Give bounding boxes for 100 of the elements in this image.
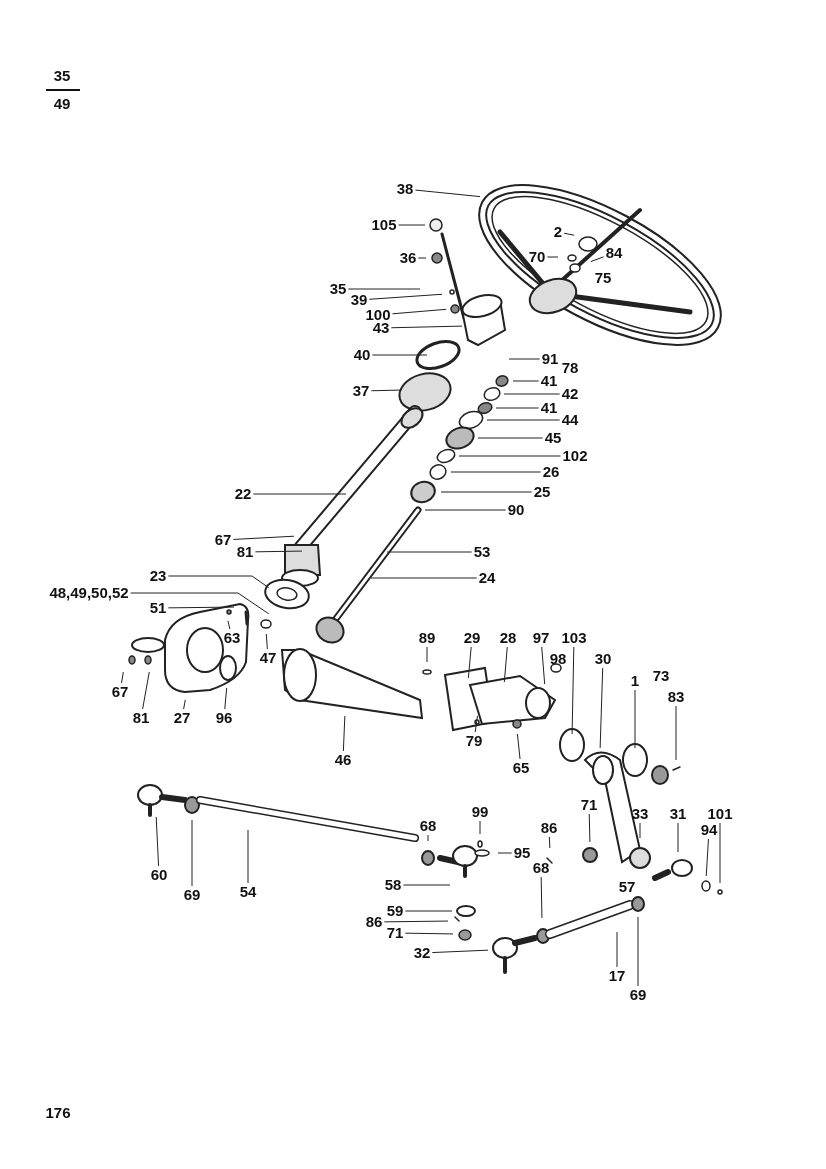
leader-line [616, 931, 618, 968]
leader-line [370, 577, 478, 579]
callout-number: 99 [471, 805, 489, 819]
callout-number: 22 [234, 487, 252, 501]
callout-number: 46 [334, 753, 352, 767]
leader-line [474, 715, 478, 733]
callout-number: 96 [215, 711, 233, 725]
callout-number: 69 [629, 988, 647, 1002]
callout-number: 59 [386, 904, 404, 918]
callout-number: 67 [111, 685, 129, 699]
callout-number: 79 [465, 734, 483, 748]
page-number: 176 [45, 1106, 71, 1120]
callout-number: 36 [399, 251, 417, 265]
callout-number: 105 [371, 218, 397, 232]
callout-number: 81 [236, 545, 254, 559]
leader-line [590, 256, 605, 263]
leader-line [540, 876, 543, 919]
callout-number: 102 [562, 449, 588, 463]
callout-number: 28 [499, 631, 517, 645]
leader-line [167, 575, 270, 589]
leader-line [130, 592, 270, 615]
leader-line [254, 550, 303, 553]
leader-line [546, 256, 559, 258]
leader-line [516, 733, 521, 760]
callout-number: 67 [214, 533, 232, 547]
leader-line [503, 646, 508, 683]
callout-number: 29 [463, 631, 481, 645]
callout-number: 44 [561, 413, 579, 427]
callout-number: 95 [513, 846, 531, 860]
leader-line [167, 606, 235, 609]
leader-line [342, 715, 346, 752]
callout-number: 68 [419, 819, 437, 833]
callout-number: 35 [329, 282, 347, 296]
callout-number: 60 [150, 868, 168, 882]
leader-line [450, 471, 542, 473]
callout-number: 65 [512, 761, 530, 775]
leader-line [705, 838, 709, 877]
leader-line [402, 884, 451, 886]
callout-number: 26 [542, 465, 560, 479]
leader-line [637, 916, 639, 987]
leader-line [479, 820, 481, 835]
leader-line [398, 224, 426, 226]
leader-line [424, 509, 507, 511]
leader-line [368, 293, 443, 300]
leader-line [417, 257, 427, 259]
callout-number: 27 [173, 711, 191, 725]
leader-line [571, 646, 575, 735]
callout-number: 86 [365, 915, 383, 929]
leader-line [386, 551, 473, 553]
callout-number: 37 [352, 384, 370, 398]
leader-line [495, 407, 540, 409]
callout-number: 71 [580, 798, 598, 812]
callout-number: 47 [259, 651, 277, 665]
callout-number: 94 [700, 823, 718, 837]
leader-line [508, 358, 541, 360]
leader-line [477, 437, 544, 439]
callout-number: 49 [53, 97, 71, 111]
leader-line [675, 705, 677, 761]
leader-line [426, 646, 428, 663]
leader-line [247, 829, 249, 884]
callout-number: 91 [541, 352, 559, 366]
leader-line [599, 667, 604, 749]
leader-line [541, 646, 546, 685]
callout-number: 38 [396, 182, 414, 196]
callout-number: 32 [413, 946, 431, 960]
callout-number: 1 [630, 674, 640, 688]
callout-number: 25 [533, 485, 551, 499]
callout-number: 33 [631, 807, 649, 821]
leader-line [512, 380, 540, 382]
callout-number: 103 [561, 631, 587, 645]
leader-line [404, 932, 454, 935]
callout-number: 31 [669, 807, 687, 821]
leader-line [467, 646, 472, 679]
callout-number: 53 [473, 545, 491, 559]
leader-line [390, 325, 463, 329]
leader-line [142, 671, 150, 710]
leader-line [224, 687, 228, 710]
callout-number: 24 [478, 571, 496, 585]
leader-line [503, 393, 561, 395]
leader-line [191, 819, 193, 887]
callout-number: 101 [707, 807, 733, 821]
callout-number: 84 [605, 246, 623, 260]
leader-line [347, 288, 421, 290]
leader-line [404, 910, 453, 912]
callout-number: 41 [540, 401, 558, 415]
callout-number: 69 [183, 888, 201, 902]
callout-number: 17 [608, 969, 626, 983]
callout-number: 30 [594, 652, 612, 666]
callout-number: 81 [132, 711, 150, 725]
leader-line [719, 822, 721, 884]
leader-line [634, 689, 636, 749]
callout-number: 35 [53, 69, 71, 83]
leader-line [265, 633, 268, 650]
leader-line [548, 836, 551, 849]
callout-number: 54 [239, 885, 257, 899]
leader-line [155, 816, 160, 867]
callout-number: 73 [652, 669, 670, 683]
leader-line [121, 671, 124, 684]
leader-line [497, 852, 513, 854]
callout-number: 83 [667, 690, 685, 704]
